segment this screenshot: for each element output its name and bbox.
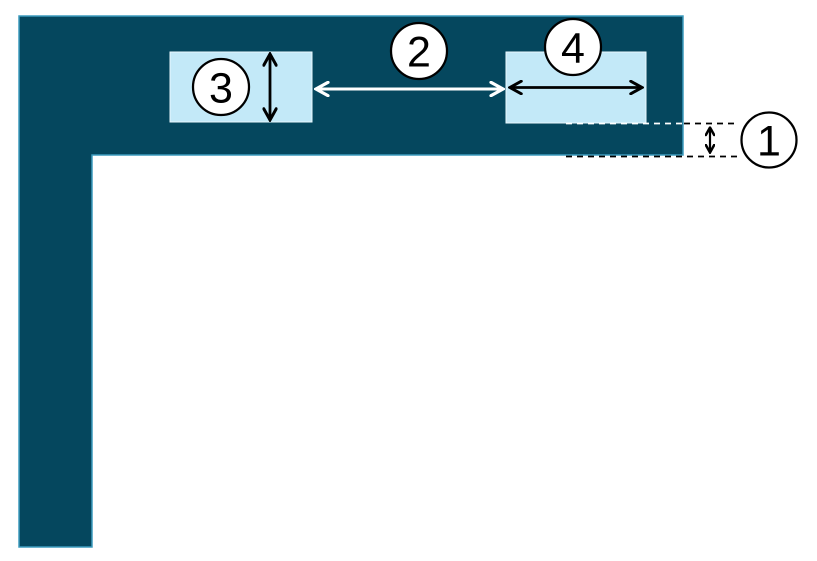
callout-4-label: 4 xyxy=(561,24,585,72)
callout-3: 3 xyxy=(191,57,251,117)
l-profile-shape xyxy=(18,15,684,548)
callout-3-circle xyxy=(191,57,251,117)
callout-2-circle xyxy=(389,21,449,81)
callout-1-circle xyxy=(740,111,798,169)
callout-2-label: 2 xyxy=(407,28,431,76)
callout-4: 4 xyxy=(543,17,603,77)
callout-3-label: 3 xyxy=(209,64,233,112)
callout-1: 1 xyxy=(740,111,798,169)
callout-2: 2 xyxy=(389,21,449,81)
callout-4-circle xyxy=(543,17,603,77)
callout-1-label: 1 xyxy=(757,117,781,165)
